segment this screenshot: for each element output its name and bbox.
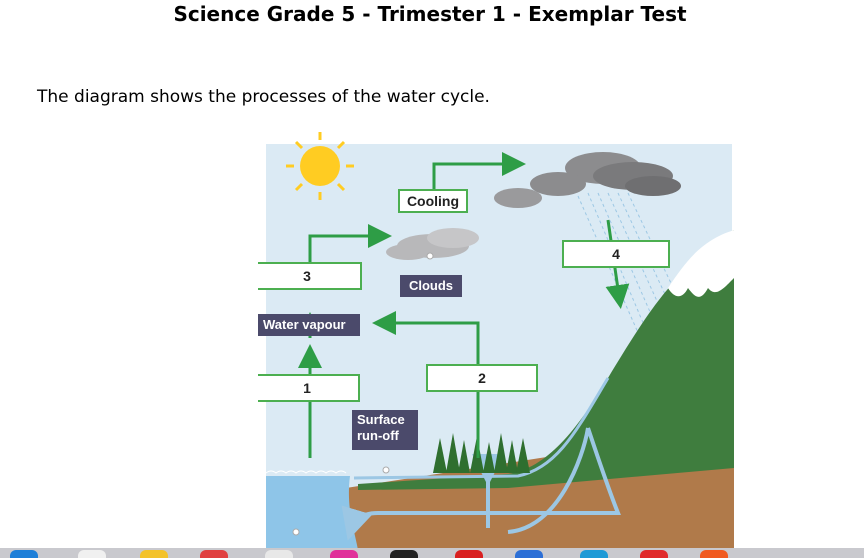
water-cycle-illustration <box>265 132 734 550</box>
groundwater-flow <box>341 427 621 541</box>
page-title: Science Grade 5 - Trimester 1 - Exemplar… <box>173 2 687 26</box>
surface-runoff-line2: run-off <box>357 428 399 443</box>
folder-icon[interactable] <box>78 550 106 558</box>
app-icon[interactable] <box>640 550 668 558</box>
water-cycle-diagram: Cooling Clouds Water vapour Surface run-… <box>258 128 734 550</box>
arrow-cooling <box>432 152 526 190</box>
sun-icon <box>286 132 354 200</box>
answer-box-4[interactable]: 4 <box>562 240 670 268</box>
taskbar <box>0 548 864 558</box>
rain-cloud-icon <box>494 152 681 208</box>
answer-box-1[interactable]: 1 <box>258 374 360 402</box>
cloud-icon <box>386 228 479 260</box>
app-icon[interactable] <box>580 550 608 558</box>
question-intro: The diagram shows the processes of the w… <box>37 87 490 107</box>
snow-cap <box>668 230 734 297</box>
app-icon[interactable] <box>390 550 418 558</box>
app-icon[interactable] <box>700 550 728 558</box>
app-icon[interactable] <box>515 550 543 558</box>
app-icon[interactable] <box>455 550 483 558</box>
cooling-label: Cooling <box>398 189 468 213</box>
file-icon[interactable] <box>265 550 293 558</box>
opera-icon[interactable] <box>200 550 228 558</box>
water-vapour-label: Water vapour <box>258 314 360 336</box>
chrome-icon[interactable] <box>140 550 168 558</box>
answer-box-2[interactable]: 2 <box>426 364 538 392</box>
answer-box-3[interactable]: 3 <box>258 262 362 290</box>
mountain <box>358 230 734 490</box>
sea <box>266 476 358 550</box>
clouds-label: Clouds <box>400 275 462 297</box>
surface-runoff-label: Surface run-off <box>352 410 418 450</box>
surface-runoff-line1: Surface <box>357 412 405 427</box>
windows-icon[interactable] <box>10 550 38 558</box>
app-icon[interactable] <box>330 550 358 558</box>
